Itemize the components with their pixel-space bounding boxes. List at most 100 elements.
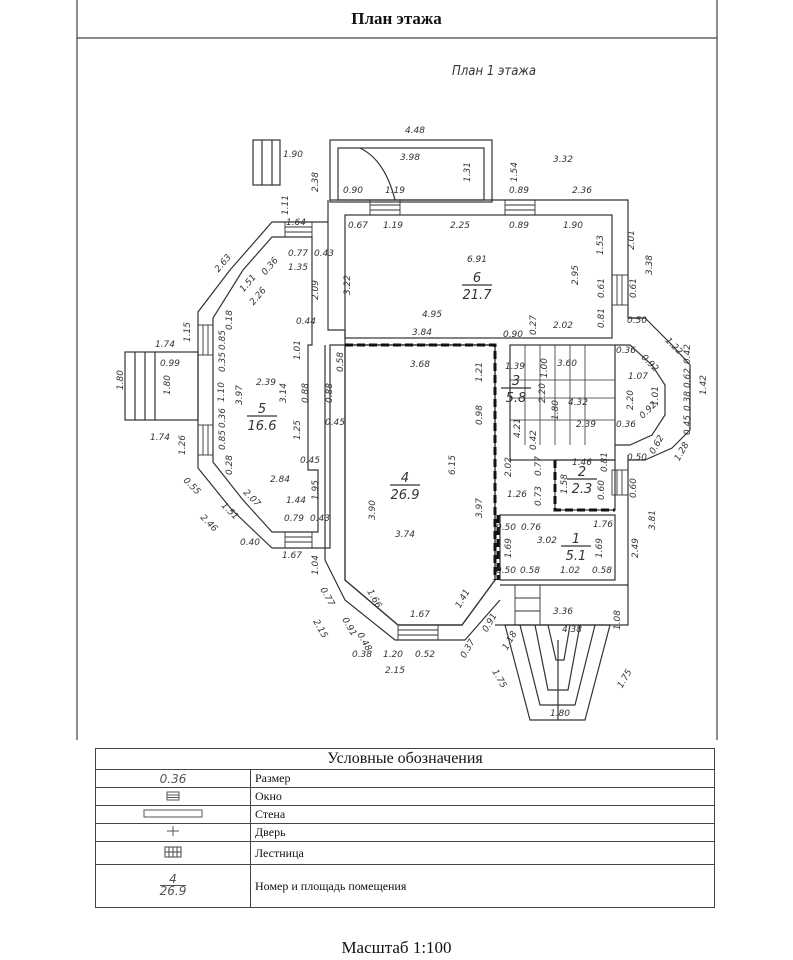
dimension-label: 6.91 [467, 255, 487, 265]
dimension-label: 0.61 [629, 278, 639, 298]
dimension-label: 3.90 [368, 500, 378, 520]
legend-label: Окно [250, 787, 715, 806]
room-number: 5 [258, 402, 266, 417]
dimension-label: 1.51 [219, 501, 240, 522]
dimension-label: 0.38 [352, 650, 372, 660]
room-area: 21.7 [463, 288, 493, 303]
dimension-label: 0.98 [475, 405, 485, 425]
dimension-label: 1.19 [385, 186, 405, 196]
dimension-label: 2.95 [571, 265, 581, 285]
dimension-label: 6.15 [448, 455, 458, 475]
dimension-label: 0.50 [627, 316, 647, 326]
dimension-label: 0.50 [627, 453, 647, 463]
dimension-label: 0.44 [296, 317, 316, 327]
dimension-label: 1.44 [286, 496, 306, 506]
dimension-label: 0.40 [240, 538, 260, 548]
dimension-label: 2.25 [450, 221, 470, 231]
dimension-label: 1.04 [311, 555, 321, 575]
dimension-label: 2.20 [626, 390, 636, 410]
dimension-label: 3.38 [645, 255, 655, 275]
dimension-label: 4.95 [422, 310, 442, 320]
dimension-label: 4.32 [568, 398, 588, 408]
dimension-label: 1.25 [293, 420, 303, 440]
window-icon [166, 791, 180, 800]
dimension-label: 2.38 [311, 172, 321, 192]
dimension-label: 0.77 [288, 249, 308, 259]
dimension-label: 0.50 [496, 523, 516, 533]
dimension-label: 2.39 [576, 420, 596, 430]
room-label-1: 15.1 [561, 532, 591, 564]
dimension-label: 1.80 [163, 375, 173, 395]
dimension-label: 1.69 [595, 538, 605, 558]
dimension-label: 3.36 [553, 607, 573, 617]
dimension-label: 3.74 [395, 530, 415, 540]
dimension-label: 1.80 [116, 370, 126, 390]
dimension-label: 0.37 [459, 638, 478, 661]
dimension-label: 0.43 [314, 249, 334, 259]
dimension-label: 0.89 [509, 221, 529, 231]
dimension-label: 1.54 [510, 162, 520, 182]
room-number: 4 [401, 471, 409, 486]
dimension-label: 2.49 [631, 538, 641, 558]
dimension-label: 0.91 [481, 612, 500, 634]
dimension-label: 1.67 [410, 610, 430, 620]
dimension-label: 1.74 [155, 340, 175, 350]
legend-label: Размер [250, 769, 715, 788]
room-label-6: 621.7 [462, 271, 492, 303]
dimension-label: 0.62 [683, 368, 693, 388]
dimension-label: 3.32 [553, 155, 573, 165]
dimension-label: 3.68 [410, 360, 430, 370]
legend-label: Лестница [250, 841, 715, 865]
dimension-label: 2.15 [385, 666, 405, 676]
dimension-label: 3.97 [235, 385, 245, 405]
dimension-label: 1.90 [563, 221, 583, 231]
dimension-label: 2.02 [553, 321, 573, 331]
dimension-label: 1.20 [383, 650, 403, 660]
dimension-label: 1.74 [150, 433, 170, 443]
dimension-label: 1.53 [596, 235, 606, 255]
room-area: 16.6 [248, 419, 277, 434]
dimension-label: 2.15 [310, 618, 329, 641]
dimension-label: 1.42 [699, 375, 709, 395]
dimension-label: 0.35 [218, 352, 228, 372]
dimension-label: 1.19 [383, 221, 403, 231]
dimension-label: 0.45 [325, 418, 345, 428]
dimension-label: 1.80 [550, 709, 570, 719]
dimension-label: 1.80 [551, 400, 561, 420]
dimension-label: 1.39 [505, 362, 525, 372]
legend-label: Номер и площадь помещения [250, 864, 715, 908]
room-number: 6 [473, 271, 481, 286]
dimension-label: 1.11 [281, 195, 291, 215]
dimension-label: 0.67 [348, 221, 368, 231]
dimension-label: 2.01 [627, 230, 637, 250]
dimension-label: 0.58 [336, 352, 346, 372]
dimension-label: 3.84 [412, 328, 432, 338]
dimension-label: 2.63 [213, 253, 234, 275]
dimension-label: 0.28 [225, 455, 235, 475]
dimension-label: 1.58 [560, 474, 570, 494]
dimension-label: 0.79 [284, 514, 304, 524]
dimension-label: 1.75 [489, 668, 508, 691]
legend-table: Условные обозначения 0.36 Размер Окно Ст… [95, 748, 715, 908]
room-label-3: 35.8 [501, 374, 531, 406]
room-label-5: 516.6 [247, 402, 277, 434]
stairs-icon [164, 846, 182, 857]
dimension-label: 0.60 [597, 480, 607, 500]
dimension-label: 0.73 [534, 486, 544, 506]
dimension-label: 0.77 [317, 586, 336, 609]
dimension-label: 0.52 [415, 650, 435, 660]
dimension-label: 2.20 [538, 383, 548, 403]
dimension-label: 1.08 [613, 610, 623, 630]
dimension-label: 0.42 [683, 344, 693, 364]
dimension-label: 3.81 [648, 510, 658, 530]
walls [124, 139, 691, 721]
dimension-label: 3.60 [557, 359, 577, 369]
sample-area: 26.9 [159, 884, 187, 898]
scale-label: Масштаб 1:100 [341, 938, 452, 957]
dimension-label: 1.75 [616, 668, 635, 691]
dimension-label: 2.36 [572, 186, 592, 196]
room-area: 26.9 [391, 488, 420, 503]
